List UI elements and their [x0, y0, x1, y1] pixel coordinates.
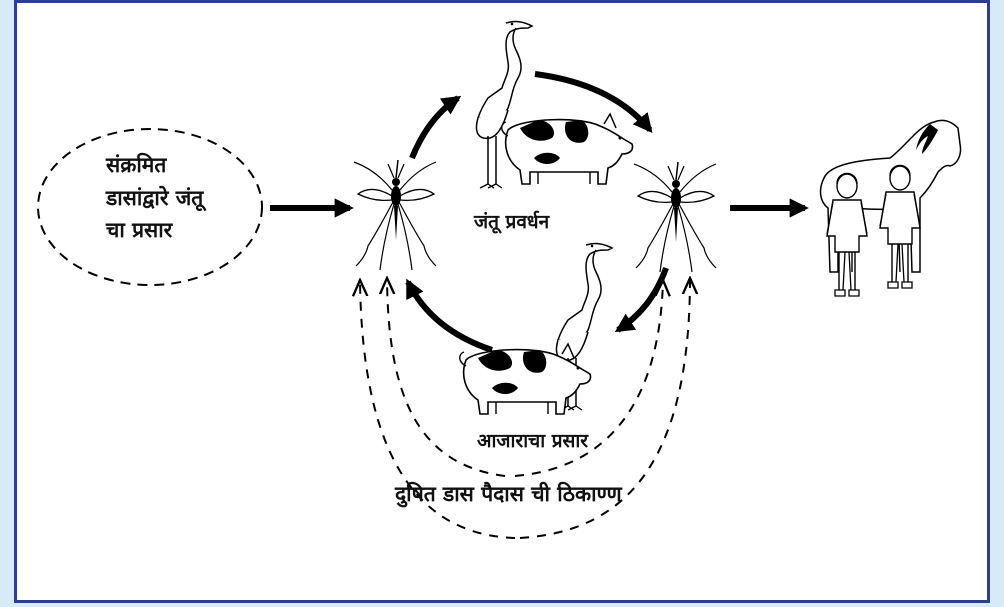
- dashed-arrow-outer-left: [360, 280, 516, 539]
- infected-vector-ellipse: [37, 128, 263, 286]
- breeding-sites-label: दुषित डास पैदास ची ठिकाण्ण: [394, 481, 622, 508]
- arrow-mosquito-to-pig: [614, 267, 669, 333]
- arrow-pig-to-mosquito: [405, 278, 493, 353]
- dashed-arrow-inner-left: [387, 278, 506, 477]
- pig-icon: [500, 113, 634, 185]
- dashed-arrow-inner-right: [514, 280, 663, 477]
- pig-icon: [458, 343, 592, 415]
- amplification-label: जंतू प्रवर्धन: [473, 210, 551, 234]
- dashed-arrow-outer-right: [519, 278, 690, 539]
- mosquito-icon: [353, 159, 437, 271]
- mosquito-icon: [633, 161, 717, 273]
- infected-label-line3: चा प्रसार: [105, 218, 174, 242]
- arrow-mosquito-to-heron: [409, 95, 462, 160]
- infected-label-line2: डासांद्वारे जंतू: [105, 185, 207, 212]
- infected-label-line1: संक्रमित: [105, 152, 167, 177]
- disease-spread-label: आजाराचा प्रसार: [477, 430, 589, 452]
- arrow-heron-to-mosquito: [534, 71, 653, 133]
